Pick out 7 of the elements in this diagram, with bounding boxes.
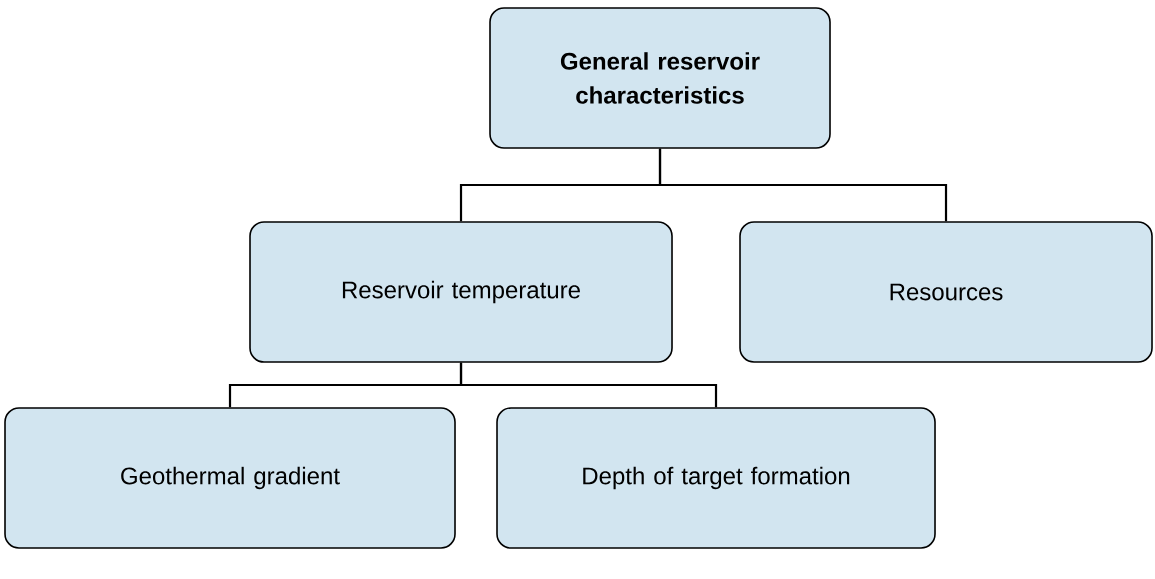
process-box: Resources <box>739 221 1153 363</box>
process-box: Depth of target formation <box>496 407 936 549</box>
process-box: Geothermal gradient <box>4 407 456 549</box>
connector <box>658 148 948 222</box>
process-box: General reservoir characteristics <box>489 7 831 149</box>
connector <box>459 362 718 408</box>
process-box: Reservoir temperature <box>249 221 673 363</box>
